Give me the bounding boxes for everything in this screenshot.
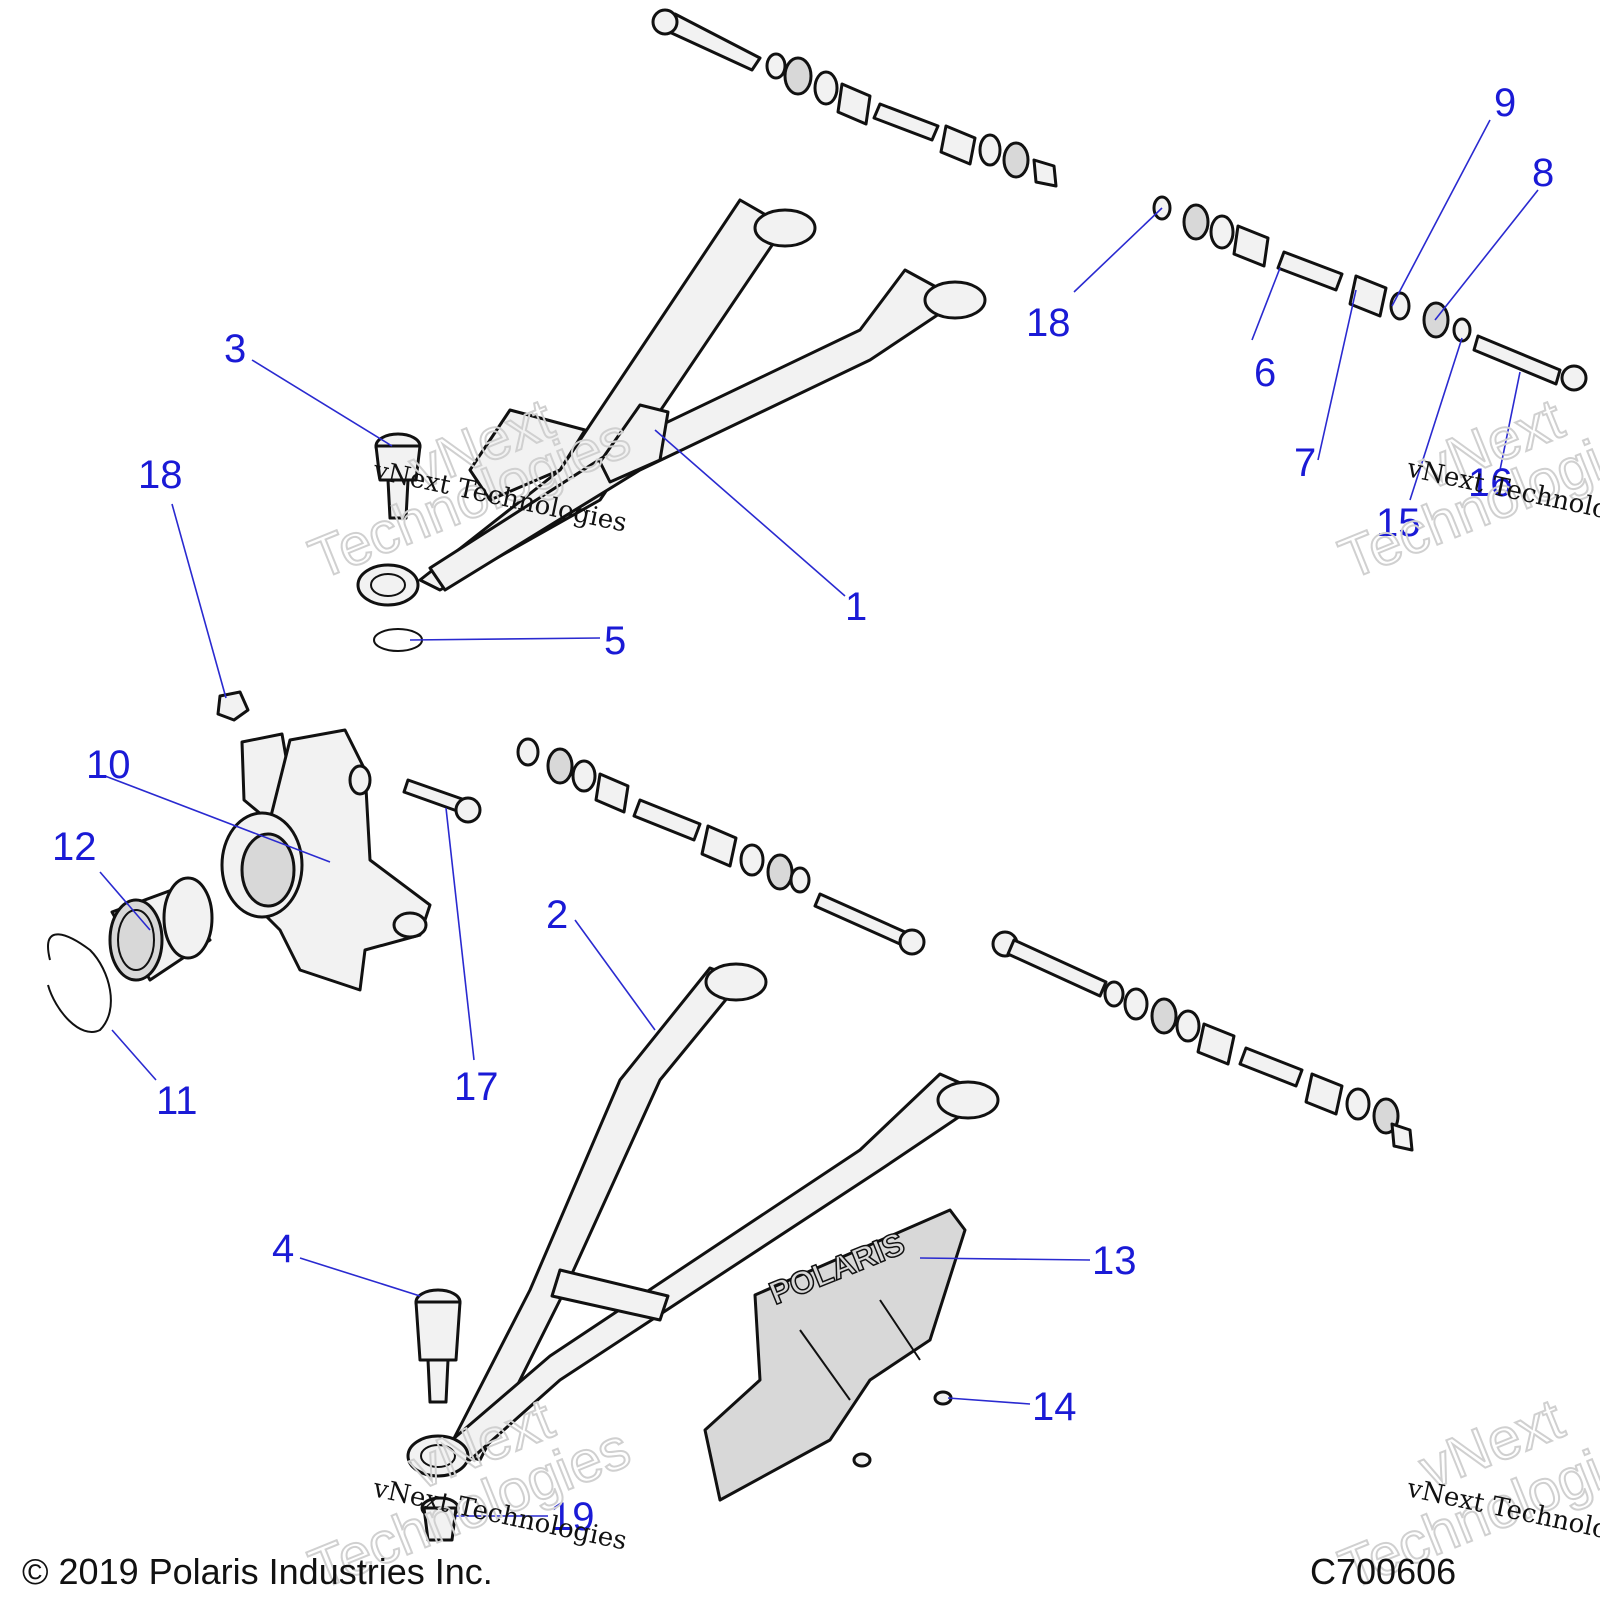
callout-8: 8	[1532, 151, 1554, 195]
callout-18-right: 18	[1026, 301, 1071, 345]
lower-front-bolt-stack	[516, 737, 926, 956]
callout-17: 17	[454, 1065, 499, 1109]
upper-front-bolt-stack	[651, 8, 1058, 188]
callout-6: 6	[1254, 351, 1276, 395]
retaining-ring	[47, 933, 112, 1033]
callout-1: 1	[845, 585, 867, 629]
callout-5: 5	[604, 619, 626, 663]
nut-left	[216, 690, 250, 722]
copyright-notice: © 2019 Polaris Industries Inc.	[22, 1551, 493, 1592]
callout-13: 13	[1092, 1239, 1137, 1283]
callout-14: 14	[1032, 1385, 1077, 1429]
callout-15: 15	[1376, 501, 1421, 545]
footer: © 2019 Polaris Industries Inc. C700606	[22, 1551, 1456, 1592]
lower-a-arm	[406, 962, 1000, 1478]
wheel-bearing	[108, 876, 214, 982]
knuckle-bolt	[402, 778, 482, 824]
callout-2: 2	[546, 893, 568, 937]
figure-id: C700606	[1310, 1551, 1456, 1592]
skid-plate-screws	[852, 1390, 953, 1468]
upper-rear-bolt-stack	[1152, 195, 1588, 392]
callout-10: 10	[86, 743, 131, 787]
callout-9: 9	[1494, 81, 1516, 125]
watermarks: vNext Technologies vNext Technologies vN…	[300, 385, 1600, 1600]
lower-ball-joint-nut	[420, 1496, 460, 1542]
callout-numbers: 1 2 3 4 5 6 7 8 9 10 11 12 13 14 15 16 1…	[52, 81, 1554, 1539]
callout-11: 11	[156, 1079, 198, 1123]
callout-3: 3	[224, 327, 246, 371]
upper-ball-joint	[374, 432, 422, 520]
upper-a-arm	[356, 198, 987, 607]
callout-4: 4	[272, 1227, 294, 1271]
lower-rear-bolt-stack	[991, 930, 1414, 1152]
callout-19: 19	[550, 1495, 595, 1539]
callout-7: 7	[1294, 441, 1316, 485]
callout-18-left: 18	[138, 453, 183, 497]
callout-12: 12	[52, 825, 97, 869]
steering-knuckle	[220, 728, 432, 992]
callout-16: 16	[1468, 461, 1513, 505]
leader-lines	[99, 119, 1539, 1517]
lower-ball-joint	[414, 1288, 462, 1404]
